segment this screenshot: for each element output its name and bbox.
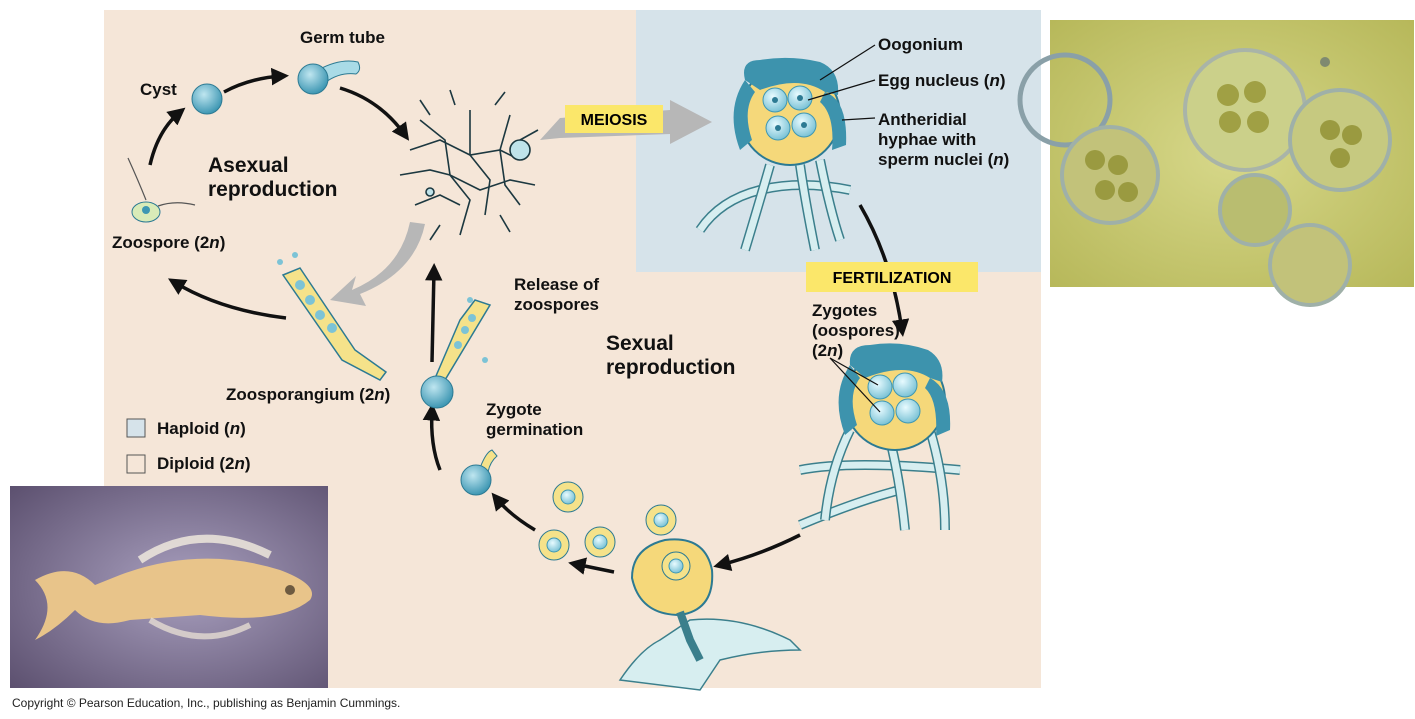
- fertilization-tag: [806, 262, 978, 292]
- germinating-zygote: [460, 449, 498, 496]
- germ-tube-label: Germ tube: [300, 28, 385, 47]
- diploid-legend-label: Diploid (2n): [157, 454, 251, 473]
- infected-fish-photo: [10, 486, 328, 688]
- bursting-oogonium: [618, 538, 802, 691]
- legend: Haploid (n) Diploid (2n): [126, 418, 251, 474]
- zygote-germination-label-line2: germination: [486, 420, 583, 439]
- release-label-line1: Release of: [514, 275, 599, 294]
- meiosis-tag: [565, 105, 663, 133]
- haploid-legend-label: Haploid (n): [157, 419, 246, 438]
- zoosporangium-label: Zoosporangium (2n): [226, 385, 390, 404]
- sexual-label-line1: Sexual: [606, 332, 674, 355]
- oogonium-label: Oogonium: [878, 35, 963, 54]
- released-oospores: [538, 481, 677, 561]
- zygote-germination-label-line1: Zygote: [486, 400, 542, 419]
- antheridial-label-line2: hyphae with: [878, 130, 976, 149]
- zygotes-label-line2: (oospores): [812, 321, 900, 340]
- label-pointers: [807, 44, 881, 413]
- oogonium-with-antheridia: [695, 57, 851, 252]
- antheridial-label-line1: Antheridial: [878, 110, 967, 129]
- zoosporangium-releasing: [277, 252, 388, 381]
- asexual-label-line2: reproduction: [208, 178, 338, 201]
- gray-curved-arrow: [330, 222, 425, 306]
- cyst-cell: [191, 83, 223, 115]
- cyst-label: Cyst: [140, 80, 177, 99]
- copyright-text: Copyright © Pearson Education, Inc., pub…: [12, 696, 401, 710]
- zoosporangium-cell: [420, 297, 492, 409]
- oogonium-with-zygotes: [798, 343, 961, 531]
- release-label-line2: zoospores: [514, 295, 599, 314]
- zoospore-label: Zoospore (2n): [112, 233, 225, 252]
- germ-tube-cell: [297, 60, 361, 95]
- meiosis-tag-text: MEIOSIS: [581, 112, 648, 129]
- oospore-micrograph: [1017, 20, 1414, 307]
- diploid-swatch: [126, 454, 146, 474]
- asexual-label-line1: Asexual: [208, 154, 289, 177]
- haploid-swatch: [126, 418, 146, 438]
- egg-nucleus-label: Egg nucleus (n): [878, 71, 1006, 90]
- sexual-label-line2: reproduction: [606, 356, 736, 379]
- mycelium: [399, 89, 539, 241]
- antheridial-label-line3: sperm nuclei (n): [878, 150, 1009, 169]
- zoospore-cell: [127, 157, 196, 223]
- zygotes-label-line3: (2n): [812, 341, 843, 360]
- zygotes-label-line1: Zygotes: [812, 301, 877, 320]
- fertilization-tag-text: FERTILIZATION: [833, 270, 952, 287]
